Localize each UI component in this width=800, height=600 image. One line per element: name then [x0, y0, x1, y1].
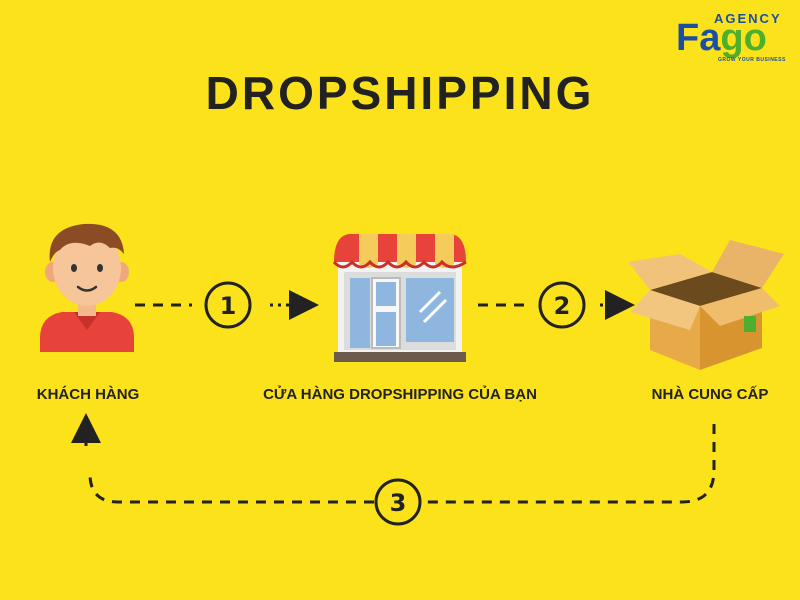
step-2-circle: [538, 281, 586, 329]
label-customer: KHÁCH HÀNG: [36, 386, 140, 403]
customer-icon: [40, 223, 134, 352]
step-2-number: 2: [554, 292, 571, 320]
label-supplier: NHÀ CUNG CẤP: [651, 386, 769, 403]
connector-1: [135, 281, 319, 329]
step-1-number: 1: [220, 292, 237, 320]
store-icon: [332, 234, 467, 362]
logo-brand-part1: Fa: [676, 17, 721, 59]
page-title: DROPSHIPPING: [205, 67, 595, 119]
logo-agency-text: AGENCY: [714, 11, 782, 26]
box-icon: [628, 240, 784, 370]
logo-brand-part2: go: [720, 17, 767, 59]
label-store: CỬA HÀNG DROPSHIPPING CỦA BẠN: [263, 386, 537, 403]
agency-logo: AGENCY Fago GROW YOUR BUSINESS: [672, 10, 790, 68]
connector-3: [71, 413, 716, 526]
step-1-circle: [204, 281, 252, 329]
logo-tagline: GROW YOUR BUSINESS: [718, 57, 786, 63]
logo-brand: Fago: [676, 18, 767, 58]
step-3-circle: [374, 478, 422, 526]
connector-2: [478, 281, 635, 329]
step-3-number: 3: [390, 489, 407, 517]
